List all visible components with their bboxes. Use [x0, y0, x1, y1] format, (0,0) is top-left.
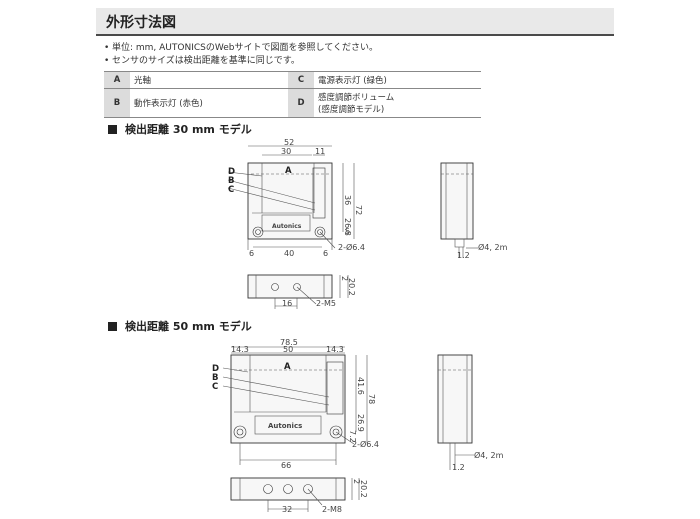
- dim-label: 72: [354, 205, 363, 215]
- dim-label: 26.8: [343, 218, 352, 236]
- sensor-30mm-bottom-view: [247, 274, 349, 309]
- marker-d: D: [212, 364, 219, 374]
- section-title-50mm: 検出距離 50 mm モデル: [108, 318, 252, 334]
- dim-label: 1.2: [457, 251, 470, 260]
- dim-label: 2: [352, 479, 361, 484]
- dim-label: 14.3: [326, 345, 344, 354]
- marker-b: B: [228, 176, 234, 186]
- dim-label: 6: [249, 249, 254, 258]
- dim-label: 7.2: [348, 430, 357, 443]
- dim-label: 2-M5: [316, 299, 336, 308]
- section-title-30mm: 検出距離 30 mm モデル: [108, 121, 252, 137]
- square-bullet-icon: [108, 125, 117, 134]
- marker-d: D: [228, 167, 235, 177]
- note-item: •単位: mm, AUTONICSのWebサイトで図面を参照してください。: [104, 43, 378, 53]
- dim-label: 16: [282, 299, 292, 308]
- page-title: 外形寸法図: [106, 15, 176, 31]
- dim-label: 2-Ø6.4: [338, 242, 365, 252]
- marker-a: A: [285, 166, 292, 176]
- dim-label: 2-Ø6.4: [352, 439, 379, 449]
- marker-c: C: [228, 185, 234, 195]
- note-item: •センサのサイズは検出距離を基準に同じです。: [104, 56, 300, 66]
- dimension-labels-50mm: 78.5 14.3 50 14.3 41.6 78 26.9 7.2 2-Ø6.…: [212, 338, 504, 514]
- dimension-labels-30mm: 52 30 11 36 72 26.8 5 6 40 6 2-Ø6.4 Ø4, …: [228, 138, 508, 308]
- dim-label: 2: [340, 276, 349, 281]
- notes: •単位: mm, AUTONICSのWebサイトで図面を参照してください。 •セ…: [104, 42, 378, 68]
- dim-label: 6: [323, 249, 328, 258]
- sensor-50mm-side-view: [437, 354, 474, 470]
- dim-label: 14.3: [231, 345, 249, 354]
- brand-logo: Autonics: [272, 223, 302, 230]
- square-bullet-icon: [108, 322, 117, 331]
- legend-value: 感度調節ボリューム (感度調節モデル): [314, 88, 481, 118]
- dim-label: Ø4, 2m: [474, 450, 504, 460]
- page-header: 外形寸法図: [96, 8, 614, 36]
- dim-label: 1.2: [452, 463, 465, 472]
- dim-label: 2-M8: [322, 505, 342, 514]
- dim-label: 26.9: [356, 414, 365, 432]
- dim-label: 78: [367, 394, 376, 404]
- dim-label: 11: [315, 147, 325, 156]
- dim-label: 78.5: [280, 338, 298, 347]
- marker-b: B: [212, 373, 218, 383]
- legend-row: B 動作表示灯 (赤色) D 感度調節ボリューム (感度調節モデル): [104, 88, 481, 118]
- legend-table: A 光軸 C 電源表示灯 (緑色) B 動作表示灯 (赤色) D 感度調節ボリュ…: [104, 71, 481, 118]
- brand-logo: Autonics: [268, 422, 302, 430]
- dim-label: 20.2: [347, 278, 356, 296]
- dim-label: 52: [284, 138, 294, 147]
- dim-label: 36: [343, 195, 352, 205]
- dim-label: 41.6: [356, 377, 365, 395]
- legend-key: D: [288, 88, 314, 118]
- dim-label: Ø4, 2m: [478, 242, 508, 252]
- marker-c: C: [212, 382, 218, 392]
- legend-key: C: [288, 71, 314, 89]
- dim-label: 40: [284, 249, 294, 258]
- sensor-50mm-front-view: [222, 346, 368, 465]
- sensor-50mm-bottom-view: [230, 477, 360, 512]
- dim-label: 30: [281, 147, 291, 156]
- dim-label: 20.2: [359, 480, 368, 498]
- sensor-30mm-front-view: [227, 145, 355, 250]
- legend-value: 動作表示灯 (赤色): [130, 88, 288, 118]
- dim-label: 5: [345, 227, 350, 236]
- dim-label: 66: [281, 461, 291, 470]
- sensor-30mm-side-view: [440, 162, 478, 258]
- legend-key: B: [104, 88, 130, 118]
- dim-label: 50: [283, 345, 293, 354]
- marker-a: A: [284, 362, 291, 372]
- dim-label: 32: [282, 505, 292, 514]
